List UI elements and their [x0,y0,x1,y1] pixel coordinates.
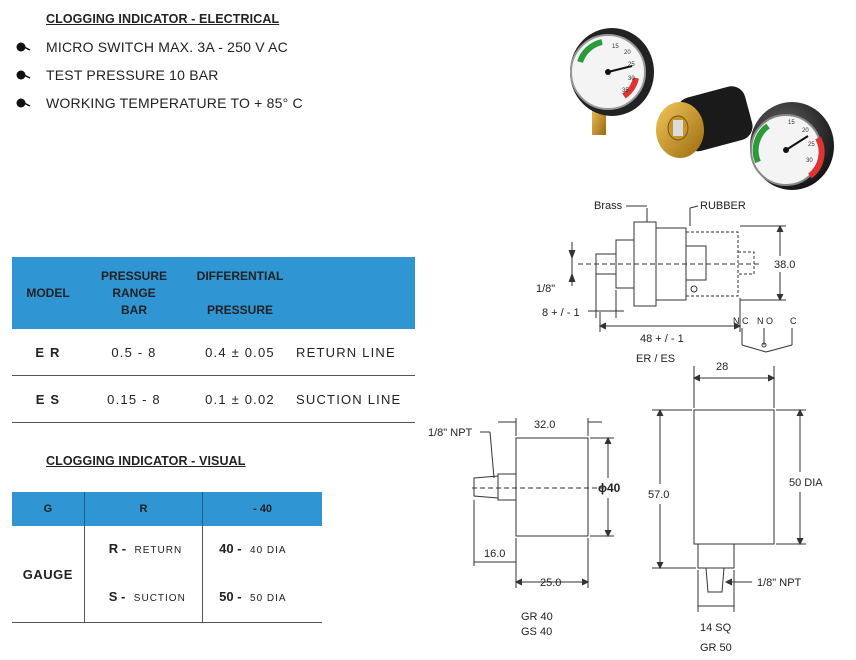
visual-gauge-table: G R - 40 GAUGE R - RETURN S - SUCTION 40… [12,492,322,623]
label-c: C [790,316,797,326]
cell-model: E R [12,329,84,376]
caption-gs40: GS 40 [521,626,552,638]
dial-label: 20 [624,50,631,56]
header-pressure-line: PRESSURE [100,268,168,283]
dial-label: 25 [808,142,815,148]
electrical-indicator-image [656,86,753,158]
cell-differential: 0.1 ± 0.02 [184,375,296,423]
dim-25: 25.0 [540,577,561,589]
dial-label: 15 [612,44,619,50]
er-es-drawing [568,205,793,353]
header-blank [296,257,415,329]
dim-14-sq: 14 SQ [700,622,732,634]
dim-phi-40: ϕ40 [598,481,621,495]
cell-gauge: GAUGE [12,526,85,623]
option-size-desc: 40 DIA [250,545,287,556]
dial-label: 30 [628,76,635,82]
header-range-line: RANGE [112,285,156,300]
electrical-heading: CLOGGING INDICATOR - ELECTRICAL [46,12,280,26]
dial-label: 30 [806,158,813,164]
option-size: 40 - [219,541,242,556]
header-bar-line: BAR [121,302,147,317]
option-suction: S - SUCTION [85,574,202,622]
label-no: N O [757,316,773,326]
dial-label: 20 [802,128,809,134]
gr40-drawing [472,418,614,588]
option-code: R - [108,541,127,556]
option-size: 50 - [219,589,242,604]
label-npt-gr40: 1/8" NPT [428,427,473,439]
label-brass: Brass [594,200,623,212]
caption-gr50: GR 50 [700,642,732,654]
visual-heading: CLOGGING INDICATOR - VISUAL [46,454,246,468]
gr50-drawing [652,366,806,612]
dim-8: 8 + / - 1 [542,307,580,319]
table-header-row: G R - 40 [12,492,322,526]
cell-range: 0.15 - 8 [84,375,184,423]
bullet-item: MICRO SWITCH MAX. 3A - 250 V AC [16,39,288,55]
dim-57: 57.0 [648,489,669,501]
header-size: - 40 [202,492,322,526]
bullet-text: WORKING TEMPERATURE TO + 85° C [46,95,303,111]
gauge-left-image: 15 20 25 30 35 [570,28,654,135]
dim-38: 38.0 [774,259,795,271]
header-pressure-line: PRESSURE [206,302,274,317]
header-r: R [83,492,203,526]
cell-model: E S [12,375,84,423]
dim-48: 48 + / - 1 [640,333,684,345]
gauge-right-image: 15 20 25 30 [750,102,834,190]
cell-line: SUCTION LINE [296,375,415,423]
table-header-row: MODEL PRESSURE RANGE BAR DIFFERENTIAL PR… [12,257,415,329]
bullet-text: TEST PRESSURE 10 BAR [46,67,219,83]
option-name: RETURN [134,545,183,556]
bullet-pin-icon [16,42,31,52]
header-differential: DIFFERENTIAL PRESSURE [184,257,296,329]
dial-label: 35 [622,88,629,94]
option-size-desc: 50 DIA [250,593,287,604]
bullet-text: MICRO SWITCH MAX. 3A - 250 V AC [46,39,288,55]
label-nc: N C [733,316,749,326]
dim-50-dia: 50 DIA [789,477,823,489]
bullet-item: WORKING TEMPERATURE TO + 85° C [16,95,303,111]
table-row: E R 0.5 - 8 0.4 ± 0.05 RETURN LINE [12,329,415,376]
header-model: MODEL [12,257,84,329]
header-pressure-range: PRESSURE RANGE BAR [84,257,184,329]
caption-er-es: ER / ES [636,353,675,365]
cell-type-options: R - RETURN S - SUCTION [84,526,204,623]
electrical-model-table: MODEL PRESSURE RANGE BAR DIFFERENTIAL PR… [12,257,415,423]
option-return: R - RETURN [85,526,202,574]
header-differential-line: DIFFERENTIAL [196,268,284,283]
dial-label: 15 [788,120,795,126]
caption-gr40: GR 40 [521,611,553,623]
option-size-50: 50 - 50 DIA [203,574,322,622]
bullet-pin-icon [16,70,31,80]
dim-thread: 1/8" [536,283,555,295]
cell-range: 0.5 - 8 [84,329,184,376]
cell-differential: 0.4 ± 0.05 [184,329,296,376]
cell-size-options: 40 - 40 DIA 50 - 50 DIA [202,526,322,623]
dim-28: 28 [716,361,728,373]
label-npt-gr50: 1/8" NPT [757,577,802,589]
dim-32: 32.0 [534,419,555,431]
option-code: S - [108,589,126,604]
bullet-item: TEST PRESSURE 10 BAR [16,67,219,83]
bullet-pin-icon [16,98,31,108]
dial-label: 25 [628,62,635,68]
dim-16: 16.0 [484,548,505,560]
option-size-40: 40 - 40 DIA [203,526,322,574]
table-row: E S 0.15 - 8 0.1 ± 0.02 SUCTION LINE [12,375,415,423]
label-rubber: RUBBER [700,200,746,212]
table-row: GAUGE R - RETURN S - SUCTION 40 - 40 DIA… [12,526,322,623]
product-photo: 15 20 25 30 35 15 20 25 30 [570,28,834,190]
option-name: SUCTION [133,593,186,604]
dim-40: 40 [607,481,621,495]
cell-line: RETURN LINE [296,329,415,376]
header-g: G [12,492,85,526]
